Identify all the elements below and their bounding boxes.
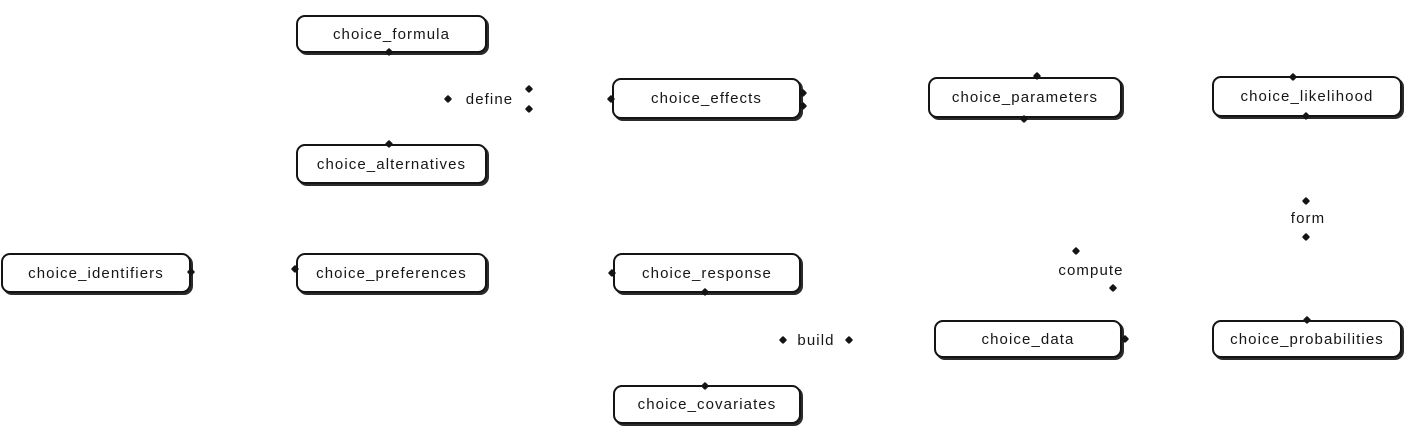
edge-label-form: form (1262, 200, 1354, 237)
node-label: choice_preferences (316, 264, 467, 282)
node-choice_identifiers: choice_identifiers (1, 253, 191, 293)
edge-label-define: define (452, 81, 527, 118)
node-label: choice_response (642, 264, 772, 282)
edge-label-text: build (797, 331, 835, 349)
node-label: choice_data (981, 330, 1075, 348)
node-choice_alternatives: choice_alternatives (296, 144, 487, 184)
node-label: choice_alternatives (316, 155, 467, 173)
node-label: choice_identifiers (28, 264, 164, 282)
edge-label-compute: compute (1046, 251, 1136, 289)
node-choice_parameters: choice_parameters (928, 77, 1122, 118)
node-choice_formula: choice_formula (296, 15, 487, 53)
node-label: choice_probabilities (1230, 330, 1384, 348)
edge-stub-mark (443, 94, 453, 104)
node-choice_probabilities: choice_probabilities (1212, 320, 1402, 358)
edge-stub-mark (1120, 334, 1130, 344)
node-choice_likelihood: choice_likelihood (1212, 76, 1402, 117)
edge-label-text: form (1290, 210, 1326, 227)
node-label: choice_covariates (637, 396, 777, 413)
node-label: choice_effects (650, 90, 763, 107)
node-choice_covariates: choice_covariates (613, 385, 801, 424)
edge-label-text: define (465, 91, 514, 108)
node-label: choice_likelihood (1240, 88, 1374, 105)
edge-label-text: compute (1058, 261, 1124, 279)
node-label: choice_parameters (951, 89, 1099, 106)
node-label: choice_formula (332, 25, 451, 43)
node-choice_response: choice_response (613, 253, 801, 293)
node-choice_effects: choice_effects (612, 78, 801, 119)
node-choice_data: choice_data (934, 320, 1122, 358)
edge-label-build: build (784, 322, 848, 358)
node-choice_preferences: choice_preferences (296, 253, 487, 293)
